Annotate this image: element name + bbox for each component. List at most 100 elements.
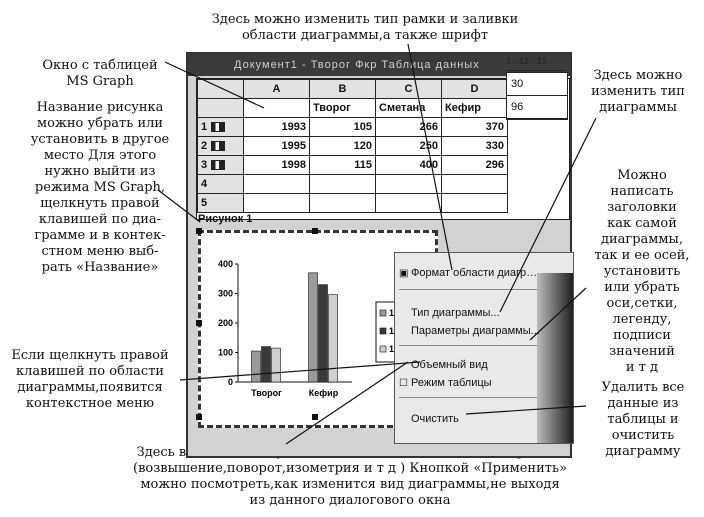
- cell[interactable]: 120: [309, 136, 376, 156]
- row-header[interactable]: 1: [197, 117, 244, 137]
- menu-item-label: Очистить: [411, 413, 459, 425]
- caption-line: диаграмму: [605, 444, 681, 459]
- caption-line: контекстное меню: [25, 396, 155, 411]
- caption-line: клавишей по диа-: [38, 212, 162, 227]
- caption-line: и т д: [625, 360, 659, 375]
- corner-cell[interactable]: [197, 79, 244, 99]
- menu-item-label: Объемный вид: [411, 359, 488, 371]
- cell[interactable]: 266: [375, 117, 442, 137]
- caption-line: Здесь можно изменить тип рамки и заливки: [211, 12, 519, 27]
- menu-item-label: Режим таблицы: [411, 377, 492, 389]
- cell[interactable]: 250: [375, 136, 442, 156]
- menu-item-datasheet[interactable]: ☐Режим таблицы: [399, 375, 492, 391]
- row-header[interactable]: 3: [197, 155, 244, 175]
- caption-line: таблицы и: [607, 412, 679, 427]
- menu-item-chart-options[interactable]: Параметры диаграммы...: [399, 323, 540, 339]
- menu-item-3d-view[interactable]: Объемный вид: [399, 357, 488, 373]
- cell[interactable]: [441, 174, 508, 194]
- caption-line: так и ее осей,: [594, 248, 690, 263]
- caption-line: установить в другое: [30, 132, 170, 147]
- table-row: 3 1998 115 400 296: [197, 155, 508, 175]
- table-row: 5: [197, 193, 508, 213]
- cell[interactable]: 296: [441, 155, 508, 175]
- caption-line: клавишей по области: [15, 364, 165, 379]
- cell[interactable]: 400: [375, 155, 442, 175]
- caption-line: или убрать: [604, 280, 680, 295]
- bar: [328, 294, 338, 383]
- cell[interactable]: 1993: [243, 117, 310, 137]
- cell[interactable]: [243, 98, 310, 118]
- row-number: 3: [201, 159, 208, 171]
- caption-line: значений: [609, 344, 675, 359]
- caption-line: диаграммы,появится: [17, 380, 163, 395]
- caption-line: стном меню выб-: [41, 244, 159, 259]
- caption-line: место Для этого: [43, 148, 157, 163]
- bar-series-icon: [211, 122, 226, 133]
- cell[interactable]: 1995: [243, 136, 310, 156]
- cell[interactable]: Сметана: [375, 98, 442, 118]
- resize-handle[interactable]: [312, 414, 318, 420]
- bar: [308, 272, 318, 383]
- legend-swatch: [379, 309, 387, 317]
- column-header-d[interactable]: D: [441, 79, 508, 99]
- caption-line: рать «Название»: [41, 260, 159, 275]
- row-header[interactable]: 4: [197, 174, 244, 194]
- y-tick-label: 0: [228, 377, 233, 387]
- y-tick-label: 400: [218, 259, 233, 269]
- caption-context: Если щелкнуть правой клавишей по области…: [0, 348, 180, 412]
- cell[interactable]: [375, 193, 442, 213]
- cell[interactable]: [441, 193, 508, 213]
- cell[interactable]: Кефир: [441, 98, 508, 118]
- row-header[interactable]: [197, 98, 244, 118]
- resize-handle[interactable]: [196, 414, 202, 420]
- bar-series-icon: [211, 141, 226, 152]
- x-tick-label: Кефир: [309, 388, 339, 398]
- caption-line: (возвышение,поворот,изометрия и т д ) Кн…: [133, 461, 567, 476]
- cell[interactable]: [309, 193, 376, 213]
- cell[interactable]: 115: [309, 155, 376, 175]
- column-header-a[interactable]: A: [243, 79, 310, 99]
- menu-item-format-chart-area[interactable]: ▣Формат области диагр…: [399, 265, 537, 281]
- cell[interactable]: [375, 174, 442, 194]
- figure-caption[interactable]: Рисунок 1: [198, 213, 253, 225]
- resize-handle[interactable]: [196, 320, 202, 326]
- menu-item-clear[interactable]: Очистить: [399, 411, 459, 427]
- caption-line: из данного диалогового окна: [249, 493, 451, 508]
- cell[interactable]: [309, 174, 376, 194]
- resize-handle[interactable]: [196, 228, 202, 234]
- menu-item-chart-type[interactable]: Тип диаграммы...: [399, 305, 500, 321]
- cell[interactable]: 330: [441, 136, 508, 156]
- table-row: 2 1995 120 250 330: [197, 136, 508, 156]
- cell[interactable]: 1998: [243, 155, 310, 175]
- menu-item-label: Тип диаграммы...: [411, 307, 500, 319]
- caption-line: диаграммы: [599, 100, 677, 115]
- cell[interactable]: Творог: [309, 98, 376, 118]
- legend-swatch: [379, 327, 387, 335]
- row-header[interactable]: 5: [197, 193, 244, 213]
- y-tick-label: 200: [218, 318, 233, 328]
- caption-window: Окно с таблицей MS Graph: [40, 58, 160, 90]
- caption-line: Можно: [617, 168, 667, 183]
- cell[interactable]: 105: [309, 117, 376, 137]
- caption-line: области диаграммы,а также шрифт: [241, 28, 489, 43]
- caption-line: Окно с таблицей: [42, 58, 158, 73]
- table-row: 1 1993 105 266 370: [197, 117, 508, 137]
- bar-series-icon: [211, 160, 226, 171]
- row-header[interactable]: 2: [197, 136, 244, 156]
- cell[interactable]: [243, 174, 310, 194]
- cell: 30: [507, 73, 567, 96]
- caption-line: MS Graph: [66, 74, 134, 89]
- column-header-c[interactable]: C: [375, 79, 442, 99]
- caption-delete: Удалить все данные из таблицы и очистить…: [588, 380, 698, 460]
- cell[interactable]: [243, 193, 310, 213]
- menu-item-label: Параметры диаграммы...: [411, 325, 540, 337]
- legend-swatch: [379, 345, 387, 353]
- resize-handle[interactable]: [312, 228, 318, 234]
- caption-line: нужно выйти из: [44, 164, 156, 179]
- column-header-b[interactable]: B: [309, 79, 376, 99]
- row-number: 2: [201, 140, 208, 152]
- caption-line: режима MS Graph,: [34, 180, 166, 195]
- cell[interactable]: 370: [441, 117, 508, 137]
- caption-line: очистить: [611, 428, 675, 443]
- caption-line: написать: [610, 184, 674, 199]
